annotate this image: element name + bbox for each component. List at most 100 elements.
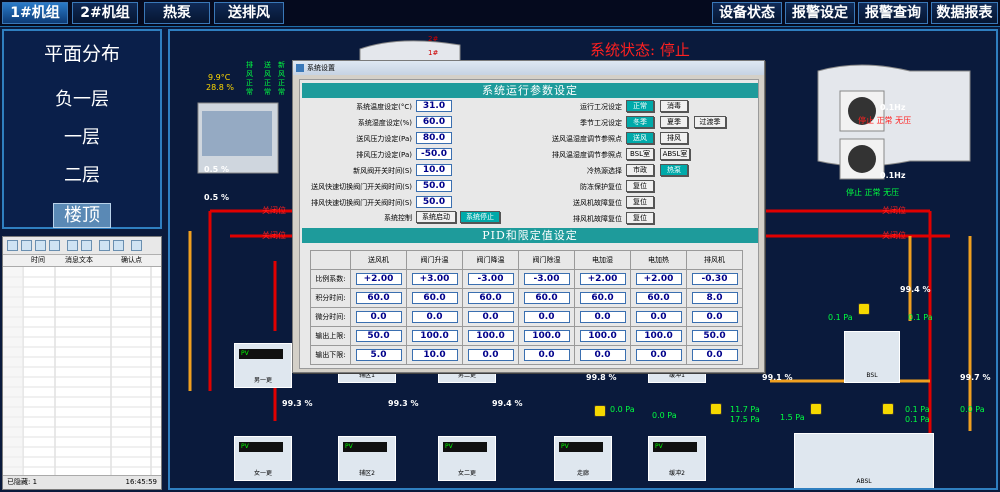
- room-bsl[interactable]: BSL: [844, 331, 900, 383]
- tab-device-status[interactable]: 设备状态: [712, 2, 782, 24]
- pid-row-min: 输出下限: 5.0 10.0 0.0 0.0 0.0 0.0 0.0: [310, 345, 743, 365]
- pid-field[interactable]: 0.0: [523, 311, 570, 323]
- pid-field[interactable]: -3.00: [467, 273, 514, 285]
- supply-ref-exhaust-button[interactable]: 排风: [660, 132, 688, 144]
- supply-fan-reset-button[interactable]: 复位: [626, 196, 654, 208]
- pid-field[interactable]: 0.0: [691, 311, 738, 323]
- pid-field[interactable]: 8.0: [691, 292, 738, 304]
- param-exhaust-pressure-field[interactable]: -50.0: [416, 148, 452, 160]
- season-transition-button[interactable]: 过渡季: [694, 116, 726, 128]
- pid-field[interactable]: 10.0: [411, 349, 458, 361]
- pid-field[interactable]: +2.00: [579, 273, 626, 285]
- log-tool-icon-4[interactable]: [49, 240, 60, 251]
- tab-alarm-query[interactable]: 报警查询: [858, 2, 928, 24]
- log-col-time[interactable]: 时间: [31, 256, 45, 264]
- pid-field[interactable]: 0.0: [635, 311, 682, 323]
- log-tool-icon-7[interactable]: [99, 240, 110, 251]
- pa-0: 0.1 Pa: [828, 313, 853, 322]
- pid-field[interactable]: 5.0: [355, 349, 402, 361]
- pid-field[interactable]: 100.0: [523, 330, 570, 342]
- pa-9: 0.0 Pa: [960, 405, 985, 414]
- room-aux-2[interactable]: PV 辅区2: [338, 436, 396, 481]
- pid-field[interactable]: 0.0: [411, 311, 458, 323]
- room-buffer-2[interactable]: PV 缓冲2: [648, 436, 706, 481]
- mode-disinfect-button[interactable]: 消毒: [660, 100, 688, 112]
- supply-ref-supply-button[interactable]: 送风: [626, 132, 654, 144]
- pid-field[interactable]: -0.30: [691, 273, 738, 285]
- source-heatpump-button[interactable]: 热泵: [660, 164, 688, 176]
- sidebar-item-f2[interactable]: 二层: [64, 165, 100, 186]
- pid-field[interactable]: 0.0: [691, 349, 738, 361]
- log-col-message[interactable]: 消息文本: [65, 256, 93, 264]
- room-male-1[interactable]: PV 男一更: [234, 343, 292, 388]
- dialog-titlebar[interactable]: 系统设置: [293, 61, 764, 75]
- room-pv: PV: [343, 442, 387, 452]
- log-tool-icon-5[interactable]: [67, 240, 78, 251]
- right-label: 运行工况设定: [580, 103, 622, 111]
- room-absl[interactable]: ABSL: [794, 433, 934, 488]
- pid-field[interactable]: 0.0: [467, 311, 514, 323]
- pid-field[interactable]: +2.00: [355, 273, 402, 285]
- pid-field[interactable]: 0.0: [355, 311, 402, 323]
- pid-field[interactable]: 60.0: [355, 292, 402, 304]
- pid-field[interactable]: 60.0: [579, 292, 626, 304]
- pid-field[interactable]: -3.00: [523, 273, 570, 285]
- room-corridor[interactable]: PV 走廊: [554, 436, 612, 481]
- param-fresh-air-time-field[interactable]: 10.0: [416, 164, 452, 176]
- room-female-2[interactable]: PV 女二更: [438, 436, 496, 481]
- tab-heat-pump[interactable]: 热泵: [144, 2, 210, 24]
- log-tool-icon-2[interactable]: [21, 240, 32, 251]
- log-col-ack[interactable]: 确认点: [121, 256, 142, 264]
- pid-field[interactable]: 0.0: [579, 349, 626, 361]
- mode-normal-button[interactable]: 正常: [626, 100, 654, 112]
- tab-alarm-setting[interactable]: 报警设定: [785, 2, 855, 24]
- system-start-button[interactable]: 系统启动: [416, 211, 456, 223]
- pid-field[interactable]: 50.0: [355, 330, 402, 342]
- log-scroll-icon[interactable]: [131, 240, 142, 251]
- tab-data-report[interactable]: 数据报表: [931, 2, 998, 24]
- param-temp-field[interactable]: 31.0: [416, 100, 452, 112]
- exhaust-fan-reset-button[interactable]: 复位: [626, 212, 654, 224]
- pid-field[interactable]: 50.0: [691, 330, 738, 342]
- log-tool-icon-3[interactable]: [35, 240, 46, 251]
- param-humidity-field[interactable]: 60.0: [416, 116, 452, 128]
- pid-row-kp: 比例系数: +2.00 +3.00 -3.00 -3.00 +2.00 +2.0…: [310, 269, 743, 289]
- pid-field[interactable]: 60.0: [467, 292, 514, 304]
- exhaust-ref-bsl-button[interactable]: BSL室: [626, 148, 654, 160]
- room-female-1[interactable]: PV 女一更: [234, 436, 292, 481]
- sidebar-item-b1[interactable]: 负一层: [55, 89, 109, 110]
- param-exhaust-switch-time-field[interactable]: 50.0: [416, 196, 452, 208]
- season-winter-button[interactable]: 冬季: [626, 116, 654, 128]
- sidebar-item-f1[interactable]: 一层: [64, 127, 100, 148]
- pid-field[interactable]: 0.0: [579, 311, 626, 323]
- pid-field[interactable]: 60.0: [411, 292, 458, 304]
- pid-field[interactable]: 60.0: [523, 292, 570, 304]
- pid-field[interactable]: 100.0: [635, 330, 682, 342]
- log-grid: [3, 267, 161, 475]
- log-tool-icon-1[interactable]: [7, 240, 18, 251]
- system-stop-button[interactable]: 系统停止: [460, 211, 500, 223]
- pid-field[interactable]: 100.0: [411, 330, 458, 342]
- param-supply-pressure-field[interactable]: 80.0: [416, 132, 452, 144]
- log-tool-icon-8[interactable]: [113, 240, 124, 251]
- unit-tag-1: 1#: [428, 49, 439, 57]
- season-summer-button[interactable]: 夏季: [660, 116, 688, 128]
- sidebar-item-roof[interactable]: 楼顶: [4, 201, 160, 228]
- pid-field[interactable]: +2.00: [635, 273, 682, 285]
- source-municipal-button[interactable]: 市政: [626, 164, 654, 176]
- pid-field[interactable]: 100.0: [579, 330, 626, 342]
- pid-field[interactable]: 0.0: [635, 349, 682, 361]
- tab-unit-2[interactable]: 2#机组: [72, 2, 138, 24]
- tab-unit-1[interactable]: 1#机组: [2, 2, 68, 24]
- pid-field[interactable]: 100.0: [467, 330, 514, 342]
- param-supply-switch-time-field[interactable]: 50.0: [416, 180, 452, 192]
- pa-4: 0.0 Pa: [652, 411, 677, 420]
- pid-field[interactable]: 60.0: [635, 292, 682, 304]
- pid-field[interactable]: 0.0: [467, 349, 514, 361]
- log-tool-icon-6[interactable]: [81, 240, 92, 251]
- tab-ventilation[interactable]: 送排风: [214, 2, 284, 24]
- pid-field[interactable]: 0.0: [523, 349, 570, 361]
- freeze-reset-button[interactable]: 复位: [626, 180, 654, 192]
- pid-field[interactable]: +3.00: [411, 273, 458, 285]
- exhaust-ref-absl-button[interactable]: ABSL室: [660, 148, 690, 160]
